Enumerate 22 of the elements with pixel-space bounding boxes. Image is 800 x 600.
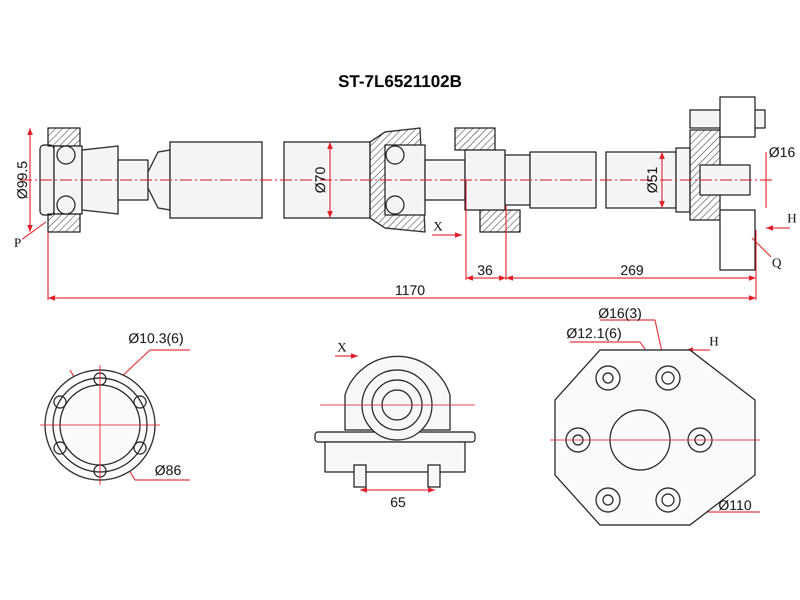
view-marker: X <box>433 220 443 232</box>
dimension-label: Ø99.5 <box>15 160 29 200</box>
leader-line <box>22 222 46 240</box>
dimension-label: 36 <box>477 263 493 277</box>
leader-line <box>752 238 772 258</box>
callout-letter: Q <box>772 256 782 269</box>
dimension-label: Ø16(3) <box>598 306 642 320</box>
dimension-label: Ø51 <box>645 166 659 194</box>
dimension-label: Ø70 <box>313 166 327 194</box>
dimension-label: Ø86 <box>154 463 182 477</box>
view-marker: H <box>787 212 797 224</box>
dimension-label: Ø110 <box>718 498 752 512</box>
view-marker: X <box>337 340 347 354</box>
dimension-label: Ø16 <box>768 145 796 159</box>
dimension-label: 1170 <box>394 283 426 297</box>
dimension-label: Ø12.1(6) <box>566 326 622 340</box>
dimension-label: 65 <box>390 495 406 509</box>
dimension-label: 269 <box>620 263 644 277</box>
dimension-label: Ø10.3(6) <box>128 331 184 345</box>
view-marker: H <box>709 334 719 348</box>
callout-letter: P <box>14 236 22 249</box>
part-number: ST-7L6521102B <box>337 72 463 92</box>
